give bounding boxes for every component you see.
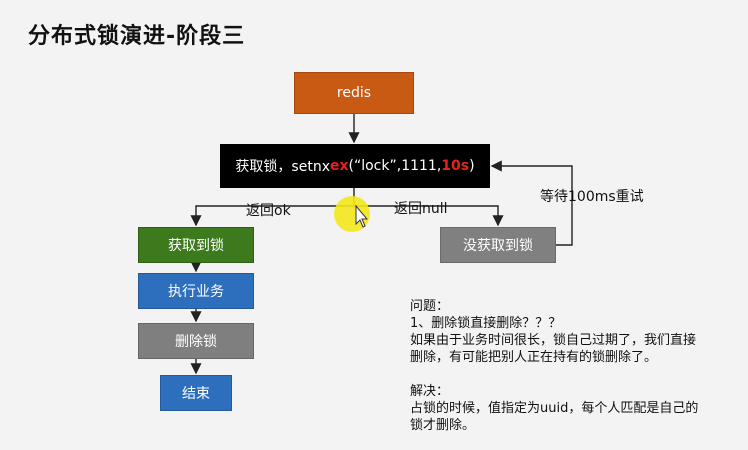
node-execute-label: 执行业务 [168,284,224,300]
problem-line-3: 删除，有可能把别人正在持有的锁删除了。 [410,350,658,365]
edge-label-retry: 等待100ms重试 [540,189,644,205]
node-got-lock: 获取到锁 [138,227,254,263]
solution-line-1: 占锁的时候，值指定为uuid，每个人匹配是自己的 [410,401,699,416]
node-execute: 执行业务 [138,273,254,309]
acquire-suffix: ) [469,158,475,174]
problem-line-1: 1、删除锁直接删除？？？ [410,316,562,331]
branch-line-null [354,205,504,227]
edge-label-null: 返回null [394,201,448,217]
cursor-highlight [334,196,370,232]
notes-spacer [410,366,740,383]
node-end: 结束 [160,375,232,411]
node-end-label: 结束 [182,386,210,402]
acquire-prefix: 获取锁，setnx [235,159,330,175]
notes-panel: 问题： 1、删除锁直接删除？？？ 如果由于业务时间很长，锁自己过期了，我们直接 … [410,298,740,434]
node-redis: redis [294,72,414,114]
mouse-pointer-icon [355,204,369,228]
acquire-ttl: 10s [441,158,470,174]
node-delete-lock: 删除锁 [138,323,254,359]
node-delete-lock-label: 删除锁 [175,334,217,350]
acquire-ex: ex [329,158,349,174]
arrow-retry [490,160,573,246]
problem-line-2: 如果由于业务时间很长，锁自己过期了，我们直接 [410,333,697,348]
solution-heading: 解决： [410,384,450,399]
problem-heading: 问题： [410,299,450,314]
node-redis-label: redis [336,85,372,101]
solution-line-2: 锁才删除。 [410,418,476,433]
node-got-lock-label: 获取到锁 [168,238,224,254]
page-title: 分布式锁演进-阶段三 [28,24,246,49]
edge-label-ok: 返回ok [246,203,291,219]
node-not-got-lock-label: 没获取到锁 [463,238,533,254]
node-not-got-lock: 没获取到锁 [440,227,556,263]
acquire-mid: (“lock”,1111, [348,158,442,174]
